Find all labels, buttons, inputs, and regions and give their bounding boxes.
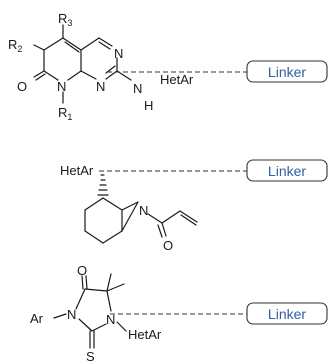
linker-label-2: Linker	[268, 163, 306, 179]
structure-1-pyridopyrimidinone: R3 R2 N O N N N H HetAr R1 Linker	[8, 11, 328, 122]
hetar-label: HetAr	[60, 163, 94, 178]
atom-n2: N	[106, 312, 115, 327]
structure-3-thioxoimidazolidinone: O Ar N N HetAr S Linker	[30, 263, 328, 363]
linker-box-2: Linker	[246, 159, 328, 182]
linker-box-1: Linker	[246, 60, 328, 83]
atom-oxygen: O	[17, 79, 27, 94]
atom-n-top: N	[114, 46, 123, 61]
linker-label-3: Linker	[268, 306, 306, 322]
atom-n: N	[139, 203, 148, 218]
atom-nh-n: N	[133, 81, 142, 96]
linker-label-1: Linker	[268, 64, 306, 80]
atom-r3: R3	[58, 11, 72, 28]
hetar-label: HetAr	[160, 72, 194, 87]
atom-n-ring: N	[57, 79, 66, 94]
atom-sulfur: S	[86, 349, 95, 363]
atom-r2: R2	[8, 37, 22, 54]
atom-nh-h: H	[144, 98, 153, 113]
atom-n1: N	[67, 307, 76, 322]
atom-n-mid: N	[96, 79, 105, 94]
ar-label: Ar	[30, 311, 44, 326]
hetar-label: HetAr	[128, 327, 162, 342]
structure-2-piperidine-acrylamide: HetAr N O Linker	[60, 159, 328, 253]
atom-oxygen: O	[77, 263, 87, 278]
atom-r1: R1	[58, 105, 72, 122]
linker-box-3: Linker	[246, 302, 328, 325]
atom-oxygen: O	[163, 238, 173, 253]
